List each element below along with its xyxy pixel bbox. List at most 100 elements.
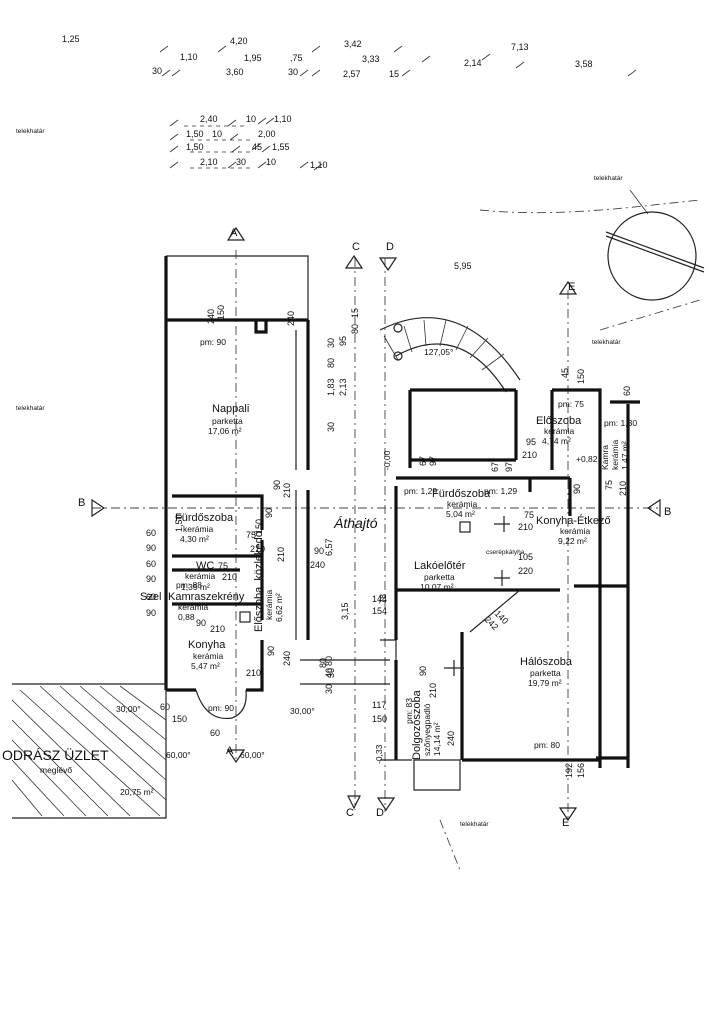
room-name-eloszoba2: Előszoba (536, 415, 582, 427)
dim-plan-42: 78 (378, 594, 388, 604)
room-area-furdo1: 4,30 m² (180, 534, 209, 544)
dim-plan-63: 150 (576, 369, 586, 384)
room-area-konyha1: 5,47 m² (191, 661, 220, 671)
dim-plan-30: 90 (266, 646, 276, 656)
room-floor-kamra2: kerámia (610, 439, 620, 470)
dim-plan-55: 220 (518, 566, 533, 576)
dim-plan-35: 80 (324, 656, 334, 666)
room-floor-haloszoba: parketta (530, 668, 561, 678)
elevation-label-1: +0,82 (576, 454, 598, 464)
room-area-eloszoba2: 4,74 m² (542, 436, 571, 446)
existing-shop (11, 683, 167, 819)
elevation-label-3: -0,00 (382, 450, 392, 470)
right-unit-walls (380, 388, 640, 791)
dim-plan-27: 210 (222, 572, 237, 582)
room-floor-wc: kerámia (185, 571, 216, 581)
szel-label: Szel (140, 591, 161, 603)
room-furdo1: Fürdőszoba kerámia 4,30 m² (175, 512, 234, 544)
athajto-label: Áthajtó (333, 515, 378, 531)
dim-top-1: 1,25 (62, 34, 80, 44)
room-floor-eloszoba1: kerámia (264, 589, 274, 620)
dim-plan-8: 15 (350, 308, 360, 318)
dim-plan-1: 240 (206, 309, 216, 324)
dim-plan-44: 150 (372, 714, 387, 724)
dim-plan-16: 6,57 (324, 538, 334, 556)
section-a-bottom: A (226, 745, 234, 757)
room-kamra2: Kamra kerámia 1,47 m² (600, 439, 630, 470)
room-dolgozo: Dolgozószoba szőnyegpadló 14,14 m² (411, 689, 442, 760)
dim-sub-5: 10 (212, 129, 222, 139)
section-a-top: A (230, 227, 238, 239)
room-nappali: Nappali parketta 17,06 m² (208, 403, 249, 436)
dim-plan-32: 240 (282, 651, 292, 666)
dim-top-15: 15 (389, 69, 399, 79)
dim-plan-29: 210 (210, 624, 225, 634)
dim-plan-20: 60 (146, 559, 156, 569)
dim-sub-2: 10 (246, 114, 256, 124)
pm-83-group: pm: 83 (404, 698, 414, 724)
room-floor-konyha1: kerámia (193, 651, 224, 661)
dim-plan-38: 60 (210, 728, 220, 738)
room-kamra1: Szel Kamraszekrény kerámia 0,88 (140, 591, 245, 622)
section-b-right: B (664, 506, 671, 518)
dim-plan-54: 105 (518, 552, 533, 562)
room-area-nappali: 17,06 m² (208, 426, 242, 436)
dim-plan-23: 90 (146, 608, 156, 618)
room-konyha1: Konyha kerámia 5,47 m² (188, 639, 226, 671)
pm-label-90-bottom: pm: 90 (208, 703, 234, 713)
pm-label-129a: pm: 1,29 (404, 486, 437, 496)
dim-top-7: ,75 (290, 53, 303, 63)
room-area-kamra1: 0,88 (178, 612, 195, 622)
dim-plan-19: 90 (146, 543, 156, 553)
telekhatar-label-4: telekhatár (592, 339, 621, 346)
dim-top-11: 30 (152, 66, 162, 76)
room-area-eloszoba1: 6,62 m² (274, 593, 284, 622)
room-floor-eloszoba2: kerámia (544, 426, 575, 436)
room-area-furdo2: 5,04 m² (446, 509, 475, 519)
dim-sub-1: 2,40 (200, 114, 218, 124)
dim-sub-10: 2,10 (200, 157, 218, 167)
dim-sub-12: 10 (266, 157, 276, 167)
dim-plan-4: 30 (326, 338, 336, 348)
dim-plan-39: 3,15 (340, 602, 350, 620)
room-area-wc: 1,35 m² (181, 582, 210, 592)
dim-plan-72: 150 (254, 519, 264, 534)
room-area-uzlet: 20,75 m² (120, 787, 154, 797)
dim-plan-11: 2,13 (338, 378, 348, 396)
dim-sub-11: 30 (236, 157, 246, 167)
dim-plan-2: 150 (216, 305, 226, 320)
dim-plan-71: 210 (276, 547, 286, 562)
room-area-kamra2: 1,47 m² (620, 441, 630, 470)
dim-plan-58: 67 (418, 456, 428, 466)
dim-top-12: 3,60 (226, 67, 244, 77)
room-name-lakoeloter: Lakóelőtér (414, 560, 466, 572)
dim-plan-9: 5,95 (454, 261, 472, 271)
telekhatar-label-3: telekhatár (594, 175, 623, 182)
room-floor-konyha2: kerámia (560, 526, 591, 536)
elevation-group-2: -0,33 (374, 744, 384, 764)
dim-top-8: 3,33 (362, 54, 380, 64)
dim-sub-3: 1,10 (274, 114, 292, 124)
stair-angle-label: 127,05° (424, 347, 453, 357)
dim-plan-26: 75 (218, 561, 228, 571)
property-lines (439, 189, 705, 871)
dim-plan-49: 156 (576, 763, 586, 778)
angle-label-2: 30,00° (290, 706, 315, 716)
room-eloszoba1: Előszoba, közlekedő kerámia 6,62 m² (253, 531, 284, 632)
dim-plan-56: 95 (526, 437, 536, 447)
room-name-uzlet: ODRÁSZ ÜZLET (2, 746, 109, 763)
stove-icon (459, 521, 471, 533)
section-b-left: B (78, 497, 85, 509)
dim-plan-36: 60 (160, 702, 170, 712)
dim-plan-12: 30 (326, 422, 336, 432)
dim-plan-60: 67 (490, 462, 500, 472)
dim-sub-7: 1,50 (186, 142, 204, 152)
room-name-haloszoba: Hálószoba (520, 656, 573, 668)
room-floor-furdo2: kerámia (447, 499, 478, 509)
room-name-furdo1: Fürdőszoba (175, 512, 234, 524)
dim-top-2: 4,20 (230, 36, 248, 46)
dim-top-9: 2,14 (464, 58, 482, 68)
angle-label-4: 60,00° (240, 750, 265, 760)
dim-plan-41: 154 (372, 606, 387, 616)
